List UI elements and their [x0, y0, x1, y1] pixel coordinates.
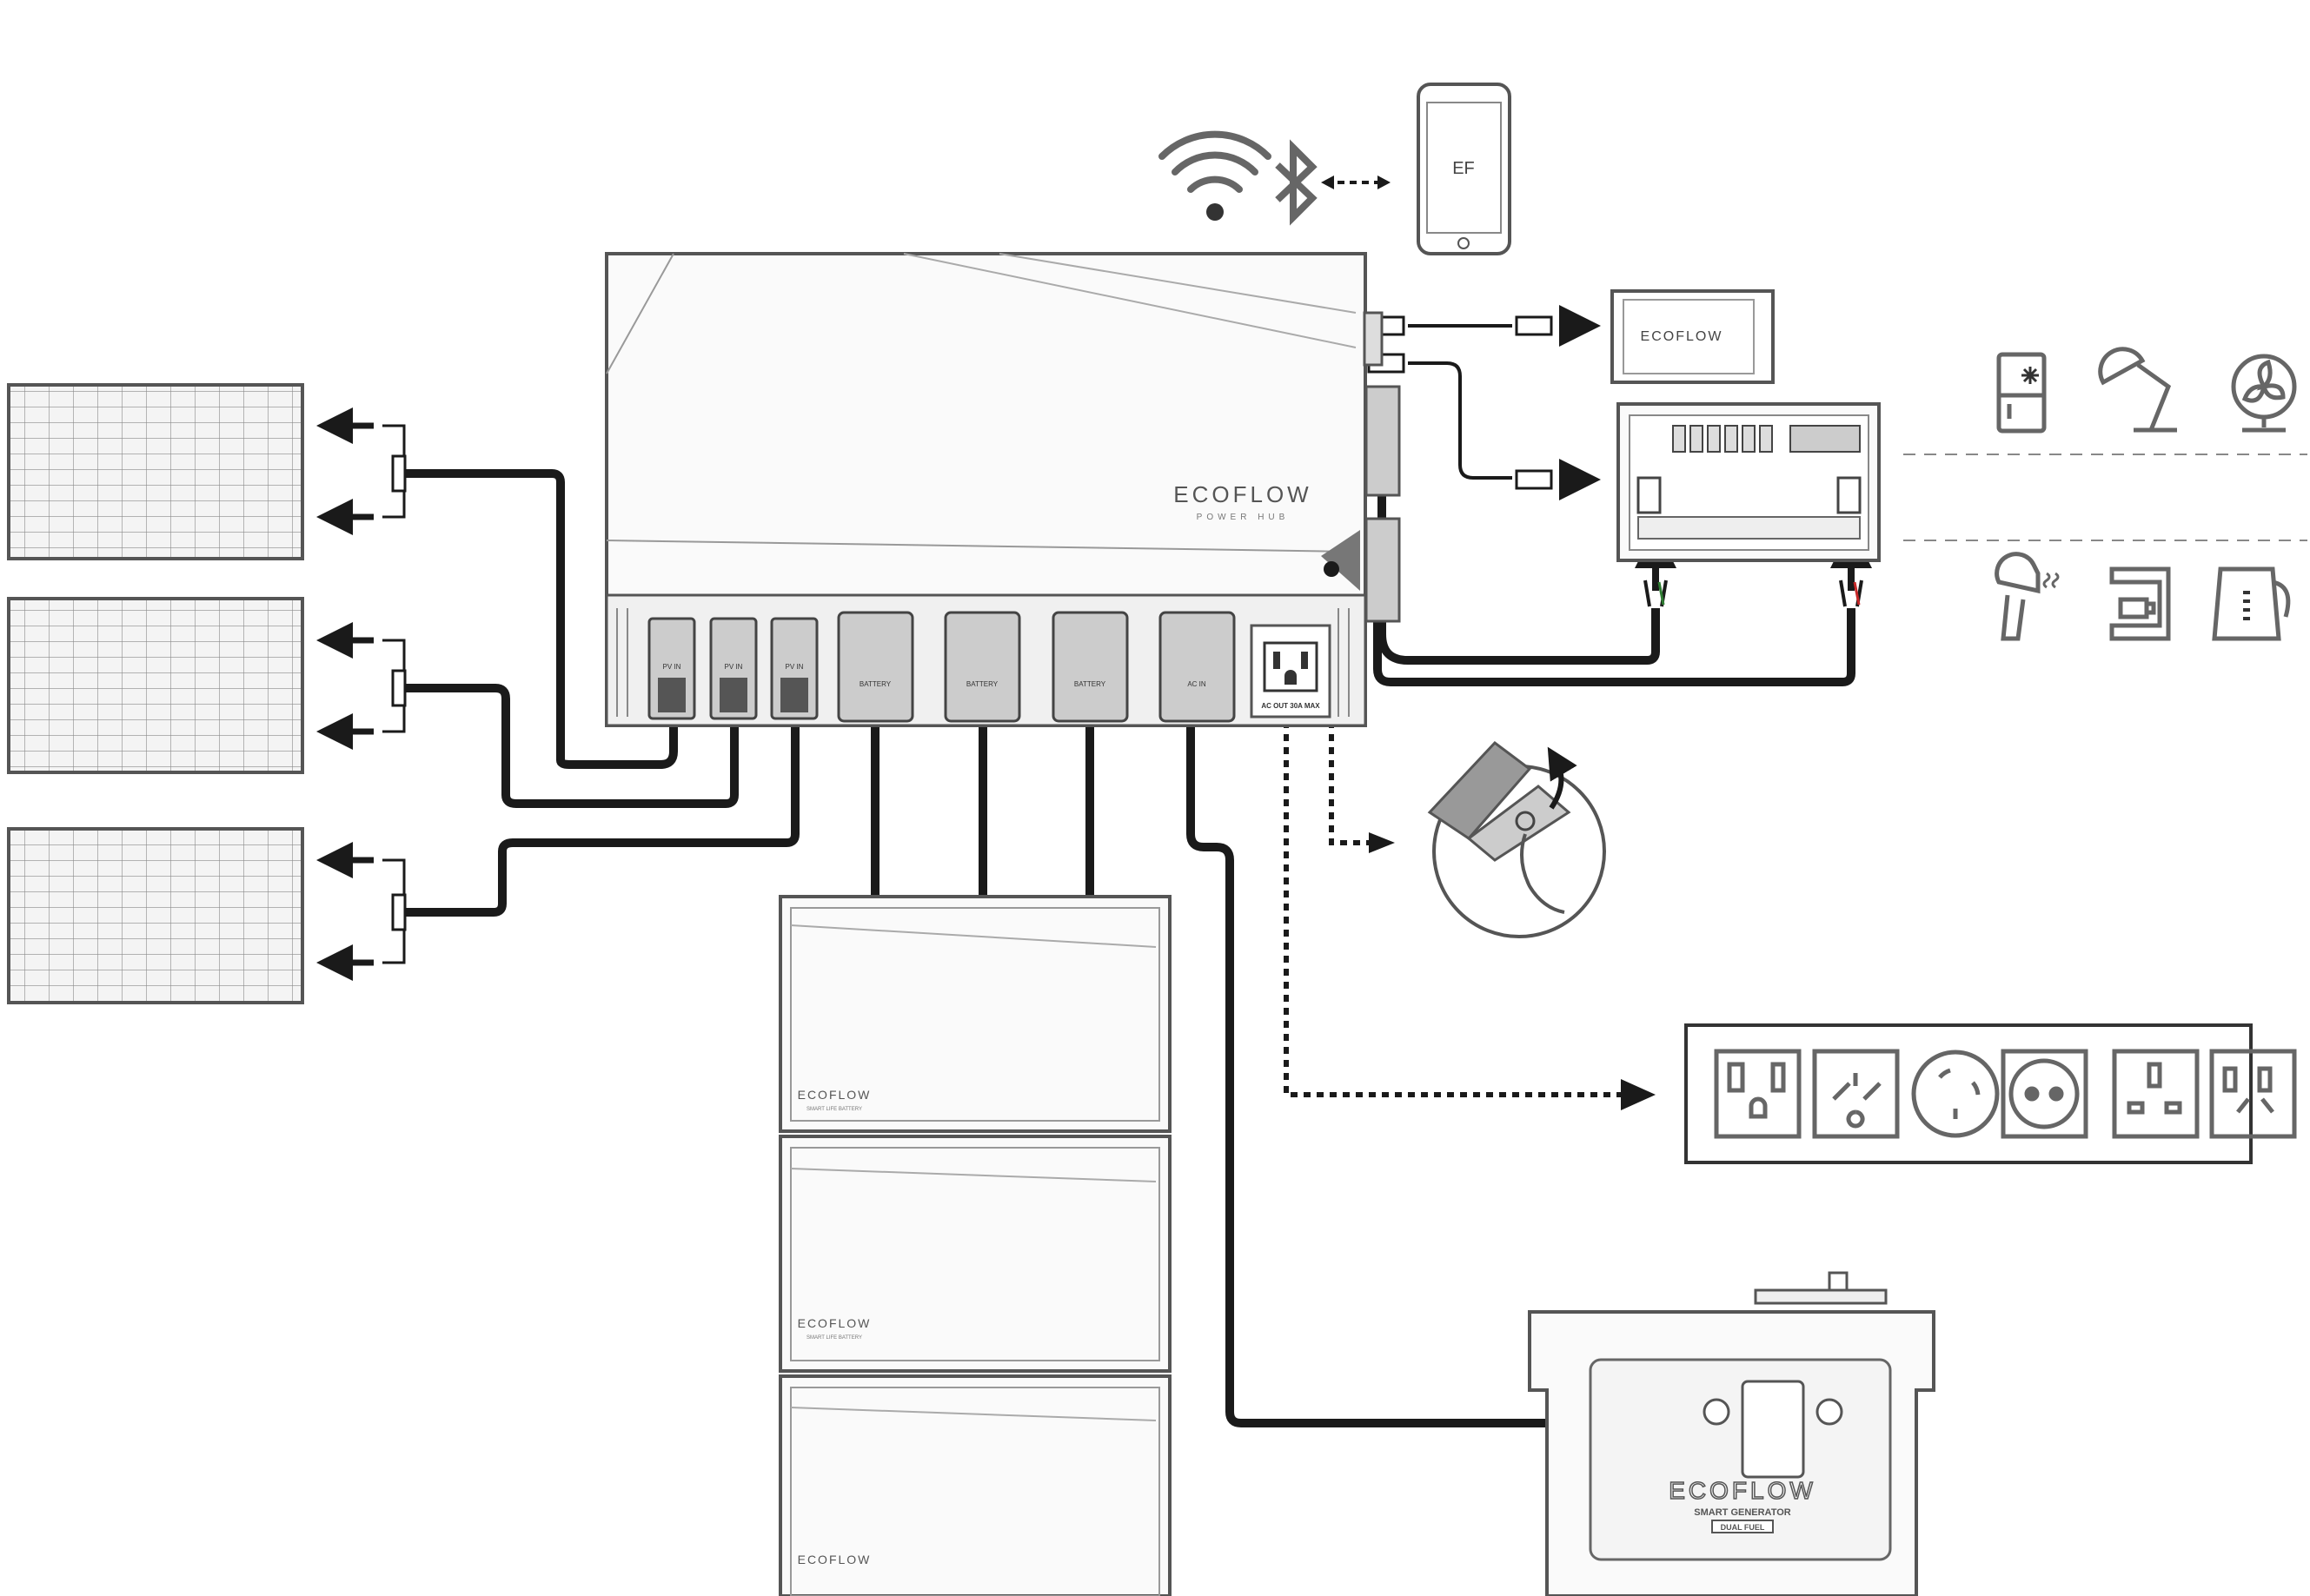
- desk-lamp-icon: [2098, 347, 2177, 433]
- ac-in-label: AC IN: [1187, 680, 1206, 688]
- battery-stack: ECOFLOW SMART LIFE BATTERY ECOFLOW SMART…: [779, 895, 1172, 1596]
- battery-logo: ECOFLOW: [798, 1316, 872, 1330]
- solar-panel-2: [7, 597, 304, 774]
- battery-subtitle: SMART LIFE BATTERY: [807, 1107, 862, 1112]
- hub-pv-ports: PV IN PV IN PV IN: [647, 617, 819, 720]
- power-cable-2: [1373, 591, 1651, 686]
- battery-port-label: BATTERY: [1074, 680, 1106, 688]
- battery-port-3: BATTERY: [1052, 611, 1129, 723]
- battery-logo: ECOFLOW: [798, 1553, 872, 1566]
- au-cn-outlet-icon: [2209, 1049, 2297, 1139]
- ac-in-port: AC IN: [1158, 611, 1236, 723]
- cables: [405, 469, 1855, 1427]
- battery-logo: ECOFLOW: [798, 1088, 872, 1102]
- pv-port-label: PV IN: [786, 663, 804, 671]
- power-cable-3: [1651, 608, 1855, 686]
- uk-outlet-icon: [2112, 1049, 2200, 1139]
- smart-display: ECOFLOW: [1610, 289, 1775, 384]
- pv-port-3: PV IN: [770, 617, 819, 720]
- display-logo: ECOFLOW: [1641, 329, 1723, 344]
- pv-port-1: PV IN: [647, 617, 696, 720]
- kettle-icon: [2212, 566, 2291, 641]
- comm-cables: [1367, 305, 1601, 500]
- twist-lock-outlet-icon: [1911, 1050, 2000, 1138]
- hub-side-power-port-2: [1364, 517, 1401, 623]
- wifi-icon: [1158, 130, 1271, 221]
- ac-out-label: AC OUT 30A MAX: [1261, 702, 1320, 710]
- smart-battery-2: ECOFLOW SMART LIFE BATTERY: [779, 1135, 1172, 1373]
- solar-panel-1: [7, 383, 304, 560]
- pv-port-label: PV IN: [663, 663, 681, 671]
- hub-battery-ports: BATTERY BATTERY BATTERY: [837, 611, 1129, 723]
- smart-battery-3: ECOFLOW: [779, 1374, 1172, 1596]
- generator-cable: [1186, 721, 1556, 1427]
- solar-panel-3: [7, 827, 304, 1004]
- battery-port-1: BATTERY: [837, 611, 914, 723]
- smart-generator: ECOFLOW SMART GENERATOR DUAL FUEL: [1528, 1271, 1935, 1596]
- hub-side-power-port-1: [1364, 385, 1401, 497]
- pv-port-2: PV IN: [709, 617, 758, 720]
- battery-subtitle: SMART LIFE BATTERY: [807, 1335, 862, 1341]
- power-button-callout: [1427, 740, 1606, 938]
- lead-accents: [1657, 581, 1861, 606]
- pv-cable-1: [405, 469, 678, 769]
- pv-port-label: PV IN: [725, 663, 743, 671]
- power-icon: [1515, 811, 1536, 831]
- hub-logo: ECOFLOW: [1173, 481, 1311, 507]
- nema-outlet-icon: [1714, 1049, 1802, 1139]
- coffee-maker-icon: [2109, 566, 2171, 641]
- generator-logo: ECOFLOW: [1669, 1477, 1816, 1504]
- pv-cable-2: [405, 684, 739, 808]
- hub-subtitle: POWER HUB: [1197, 513, 1290, 522]
- battery-port-label: BATTERY: [966, 680, 999, 688]
- schuko-outlet-icon: [2001, 1049, 2088, 1139]
- battery-port-2: BATTERY: [944, 611, 1021, 723]
- bluetooth-icon: [1275, 139, 1318, 226]
- generator-badge: DUAL FUEL: [1721, 1523, 1765, 1532]
- phone-app-logo: EF: [1452, 159, 1475, 178]
- generator-subtitle: SMART GENERATOR: [1694, 1507, 1790, 1518]
- refrigerator-icon: [1996, 352, 2047, 434]
- outlet-types-panel: [1684, 1023, 2297, 1164]
- panel-connectors: [316, 407, 407, 981]
- smart-battery-1: ECOFLOW SMART LIFE BATTERY: [779, 895, 1172, 1133]
- ac-out-socket: AC OUT 30A MAX: [1250, 624, 1331, 719]
- universal-outlet-icon: [1812, 1049, 1900, 1139]
- dotted-arrowheads: [1321, 175, 1656, 1110]
- power-cable-1: [1377, 495, 1660, 665]
- smartphone: EF: [1417, 83, 1511, 255]
- fan-icon: [2231, 354, 2297, 433]
- appliance-dashed-lines: [1903, 454, 2307, 541]
- battery-port-label: BATTERY: [860, 680, 892, 688]
- pv-cable-3: [405, 721, 800, 917]
- hair-dryer-icon: [1995, 552, 2060, 641]
- smart-home-panel: [1616, 402, 1881, 562]
